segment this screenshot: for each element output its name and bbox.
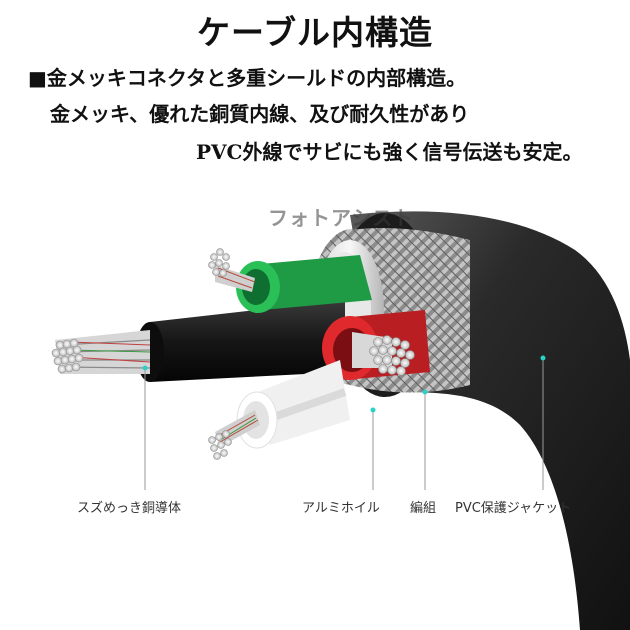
page-title: ケーブル内構造	[196, 13, 434, 52]
callout-dot-jacket	[540, 355, 546, 361]
callout-dot-braid	[422, 389, 428, 395]
white-wire	[208, 360, 350, 460]
green-wire	[208, 248, 372, 313]
label-conductor: スズめっき銅導体	[77, 501, 182, 516]
label-jacket: PVC保護ジャケット	[455, 501, 572, 516]
callout-dot-foil	[370, 407, 376, 413]
black-inner-conductor	[51, 300, 345, 382]
label-foil: アルミホイル	[302, 501, 380, 516]
description-line-3: PVC外線でサビにも強く信号伝送も安定。	[196, 140, 583, 164]
description-line-1: ■金メッキコネクタと多重シールドの内部構造。	[28, 66, 467, 90]
label-braid: 編組	[410, 501, 437, 516]
red-wire	[322, 310, 430, 380]
callout-dots	[142, 355, 546, 413]
callout-dot-conductor	[142, 365, 148, 371]
watermark: フォトアシスト	[268, 206, 415, 230]
description-line-2: 金メッキ、優れた銅質内線、及び耐久性があり	[50, 102, 470, 126]
callouts	[144, 360, 544, 490]
